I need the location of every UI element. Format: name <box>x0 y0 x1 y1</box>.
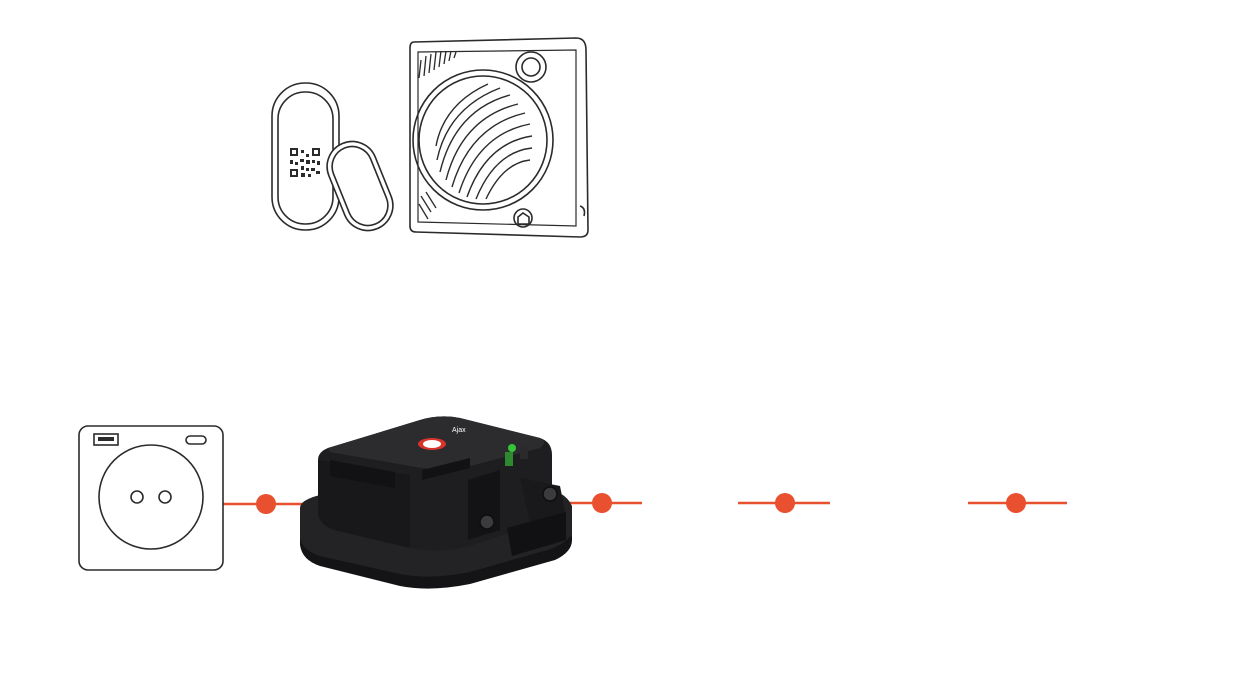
indicator-led <box>508 444 516 452</box>
connector-node <box>592 493 612 513</box>
siren-speaker-icon <box>409 37 589 238</box>
connector-nodes <box>256 493 1026 514</box>
door-magnet-sensor-icon <box>271 82 394 232</box>
terminal-screw-icon <box>479 514 495 530</box>
power-socket-icon <box>78 425 224 571</box>
connector-node <box>256 494 276 514</box>
terminal-screw-icon <box>542 486 558 502</box>
usbc-port-icon <box>185 435 207 445</box>
usb-port-icon <box>93 433 119 446</box>
relay-module-icon: Ajax <box>300 416 572 589</box>
connector-node <box>775 493 795 513</box>
ajax-logo-icon <box>513 208 533 228</box>
connector-node <box>1006 493 1026 513</box>
relay-brand-label: Ajax <box>452 427 466 434</box>
qr-code-icon <box>290 148 320 177</box>
